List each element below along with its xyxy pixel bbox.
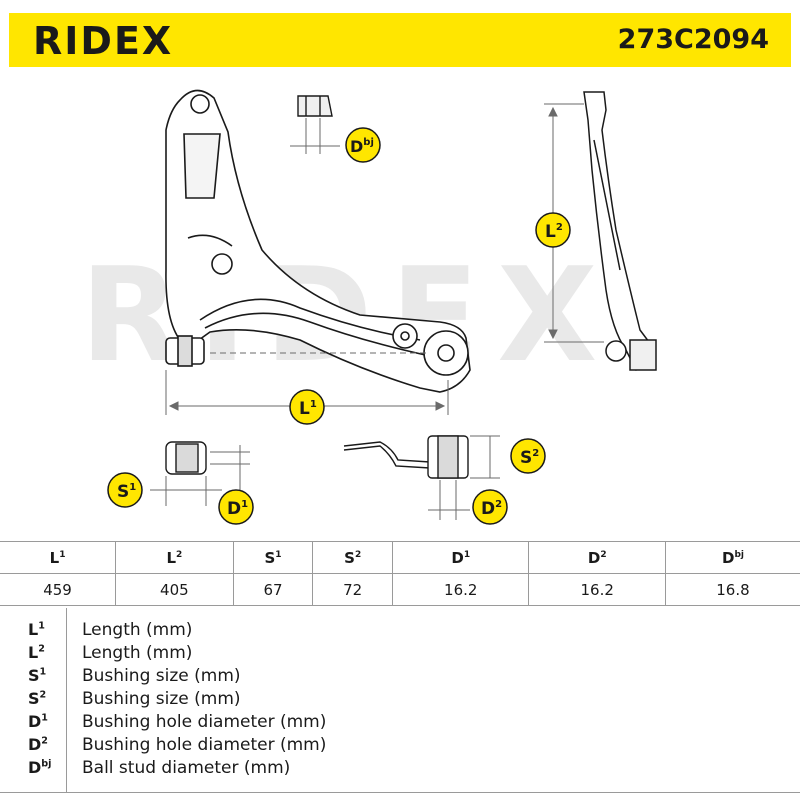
legend-item: S2 Bushing size (mm) — [0, 689, 800, 711]
header-l1: L1 — [0, 541, 117, 574]
brand-logo: RIDEX — [33, 19, 174, 63]
dimension-dbj — [290, 118, 340, 154]
header-dbj: Dbj — [664, 541, 800, 574]
legend-item: S1 Bushing size (mm) — [0, 666, 800, 688]
legend-item: L2 Length (mm) — [0, 643, 800, 665]
legend-description: Bushing hole diameter (mm) — [82, 712, 327, 732]
dimension-s2-d2 — [428, 435, 500, 520]
svg-text:D1: D1 — [227, 499, 248, 519]
svg-text:L1: L1 — [299, 399, 317, 419]
legend-symbol: L2 — [28, 643, 45, 662]
legend-description: Ball stud diameter (mm) — [82, 758, 291, 778]
ball-stud-detail — [297, 95, 333, 117]
legend-symbol: D2 — [28, 735, 48, 754]
bushing-s2-detail — [343, 435, 469, 479]
bushing-s1-detail — [165, 441, 207, 475]
specs-table: L1 L2 S1 S2 D1 D2 Dbj 459 405 67 72 16.2… — [0, 541, 800, 606]
header-s1: S1 — [232, 541, 314, 574]
control-arm-front-view — [165, 89, 471, 393]
header-l2: L2 — [115, 541, 234, 574]
value-s1: 67 — [232, 573, 314, 606]
header-s2: S2 — [312, 541, 394, 574]
legend-item: Dbj Ball stud diameter (mm) — [0, 758, 800, 780]
legend-description: Bushing hole diameter (mm) — [82, 735, 327, 755]
legend-description: Length (mm) — [82, 643, 193, 663]
legend-item: D2 Bushing hole diameter (mm) — [0, 735, 800, 757]
header-d1: D1 — [392, 541, 530, 574]
value-s2: 72 — [312, 573, 394, 606]
value-d1: 16.2 — [392, 573, 530, 606]
badge-l2: L2 — [535, 212, 571, 248]
legend-symbol: S2 — [28, 689, 47, 708]
badge-dbj: Dbj — [345, 127, 381, 163]
legend: L1 Length (mm) L2 Length (mm) S1 Bushing… — [0, 608, 800, 793]
legend-divider — [66, 608, 67, 792]
value-l1: 459 — [0, 573, 117, 606]
header-d2: D2 — [528, 541, 666, 574]
value-d2: 16.2 — [528, 573, 666, 606]
badge-l1: L1 — [289, 389, 325, 425]
badge-s1: S1 — [107, 472, 143, 508]
badge-d1: D1 — [218, 489, 254, 525]
legend-item: D1 Bushing hole diameter (mm) — [0, 712, 800, 734]
svg-text:S1: S1 — [117, 482, 136, 502]
badge-s2: S2 — [510, 438, 546, 474]
legend-description: Length (mm) — [82, 620, 193, 640]
control-arm-side-view — [583, 91, 657, 371]
legend-symbol: D1 — [28, 712, 48, 731]
legend-item: L1 Length (mm) — [0, 620, 800, 642]
legend-symbol: S1 — [28, 666, 47, 685]
svg-text:Dbj: Dbj — [350, 137, 374, 156]
part-number: 273C2094 — [617, 24, 769, 55]
legend-symbol: L1 — [28, 620, 45, 639]
svg-text:S2: S2 — [520, 448, 539, 468]
dimension-s1-d1 — [150, 445, 250, 506]
svg-text:L2: L2 — [545, 222, 563, 242]
technical-drawing: RIDEX L1 Dbj — [80, 89, 657, 525]
legend-description: Bushing size (mm) — [82, 689, 241, 709]
specs-header-row: L1 L2 S1 S2 D1 D2 Dbj — [0, 541, 800, 574]
value-l2: 405 — [115, 573, 234, 606]
header-bar: RIDEX 273C2094 — [9, 13, 791, 67]
legend-description: Bushing size (mm) — [82, 666, 241, 686]
svg-text:D2: D2 — [481, 499, 502, 519]
legend-symbol: Dbj — [28, 758, 52, 777]
specs-value-row: 459 405 67 72 16.2 16.2 16.8 — [0, 573, 800, 606]
value-dbj: 16.8 — [664, 573, 800, 606]
badge-d2: D2 — [472, 489, 508, 525]
